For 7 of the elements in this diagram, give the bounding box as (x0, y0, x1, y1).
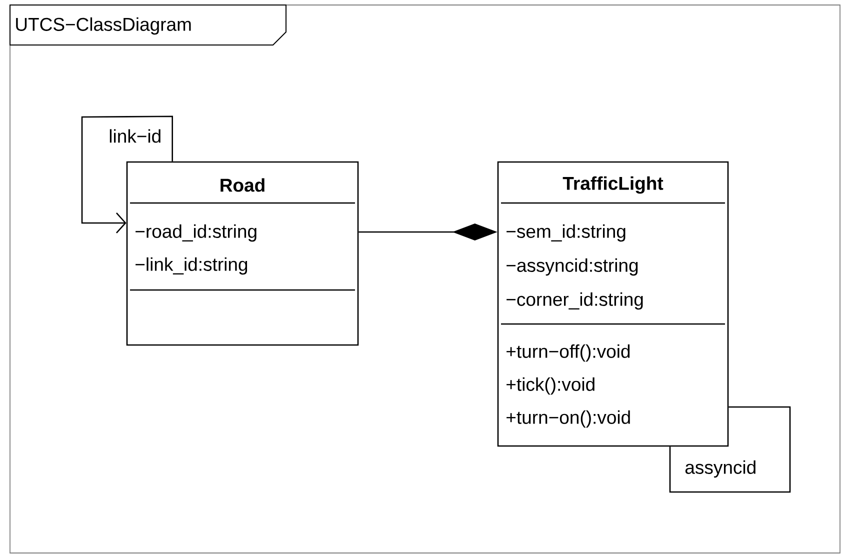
class-box: TrafficLight −sem_id:string −assyncid:string −corner_id:string +turn−off():void +tick():void +turn−on():void (497, 161, 729, 447)
association-line (669, 406, 791, 493)
class-box: Road −road_id:string −link_id:string (126, 161, 359, 346)
frame-title-tab: UTCS−ClassDiagram (10, 4, 286, 46)
association-line (81, 116, 173, 234)
edge-label: assyncid (685, 460, 756, 478)
edge-label: link−id (110, 129, 160, 143)
